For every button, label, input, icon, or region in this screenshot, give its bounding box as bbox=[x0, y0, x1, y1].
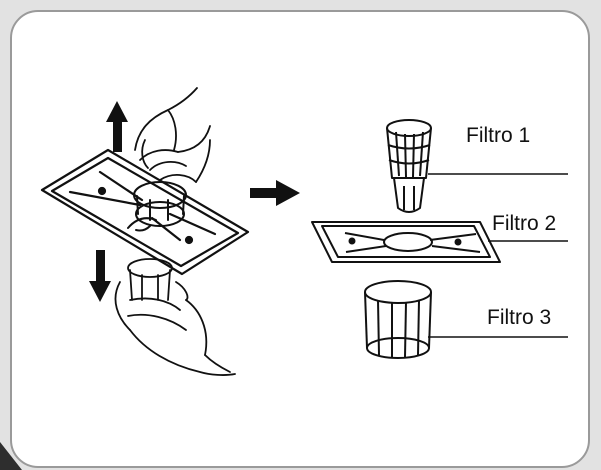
arrow-up-icon bbox=[106, 101, 128, 152]
left-filter bbox=[127, 181, 187, 232]
filter-3-part bbox=[364, 280, 432, 359]
arrow-down-icon bbox=[89, 250, 111, 302]
filter-2-label: Filtro 2 bbox=[492, 212, 557, 235]
filter-1-part bbox=[386, 119, 432, 213]
hand-icon bbox=[134, 87, 211, 183]
arrow-right-icon bbox=[250, 180, 300, 206]
filter-2-part bbox=[311, 221, 501, 263]
hand-icon bbox=[114, 258, 236, 376]
filter-3-label: Filtro 3 bbox=[487, 306, 552, 329]
diagram-panel bbox=[10, 10, 590, 468]
left-assembly bbox=[40, 87, 250, 376]
left-tray bbox=[40, 148, 250, 276]
filter-1-label: Filtro 1 bbox=[466, 124, 531, 147]
